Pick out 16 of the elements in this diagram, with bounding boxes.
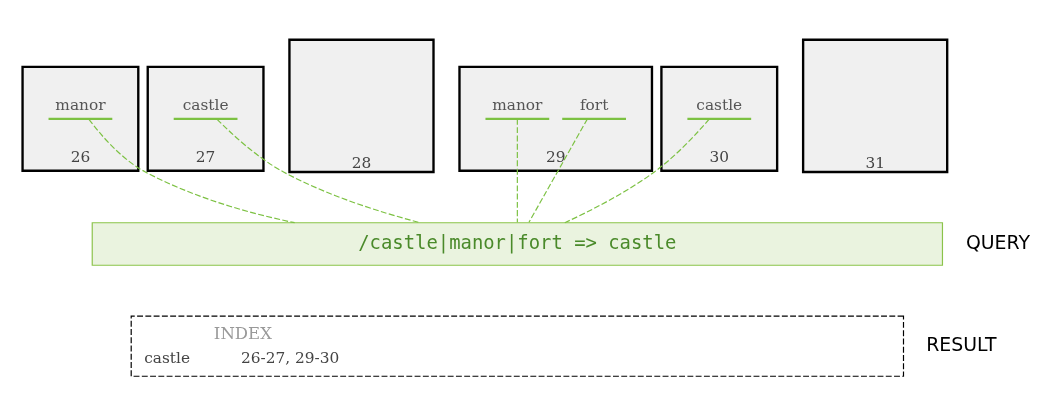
- node-text: castle: [182, 95, 229, 114]
- node-label: RESULT: [926, 332, 997, 355]
- node-text: manor: [55, 95, 106, 114]
- node-text: fort: [579, 95, 609, 114]
- node-text: castle: [696, 95, 743, 114]
- node-text: manor: [492, 95, 543, 114]
- node-box: 31: [801, 38, 949, 173]
- connector: [564, 118, 710, 223]
- connector: [528, 118, 588, 223]
- node-box: 28: [288, 38, 435, 173]
- connector: [88, 118, 296, 223]
- connector: [216, 118, 421, 223]
- node-box: /castle|manor|fort => castle: [91, 221, 944, 266]
- node-box: INDEX castle 26-27, 29-30: [130, 314, 905, 377]
- connector: [516, 118, 518, 223]
- node-label: QUERY: [965, 230, 1030, 252]
